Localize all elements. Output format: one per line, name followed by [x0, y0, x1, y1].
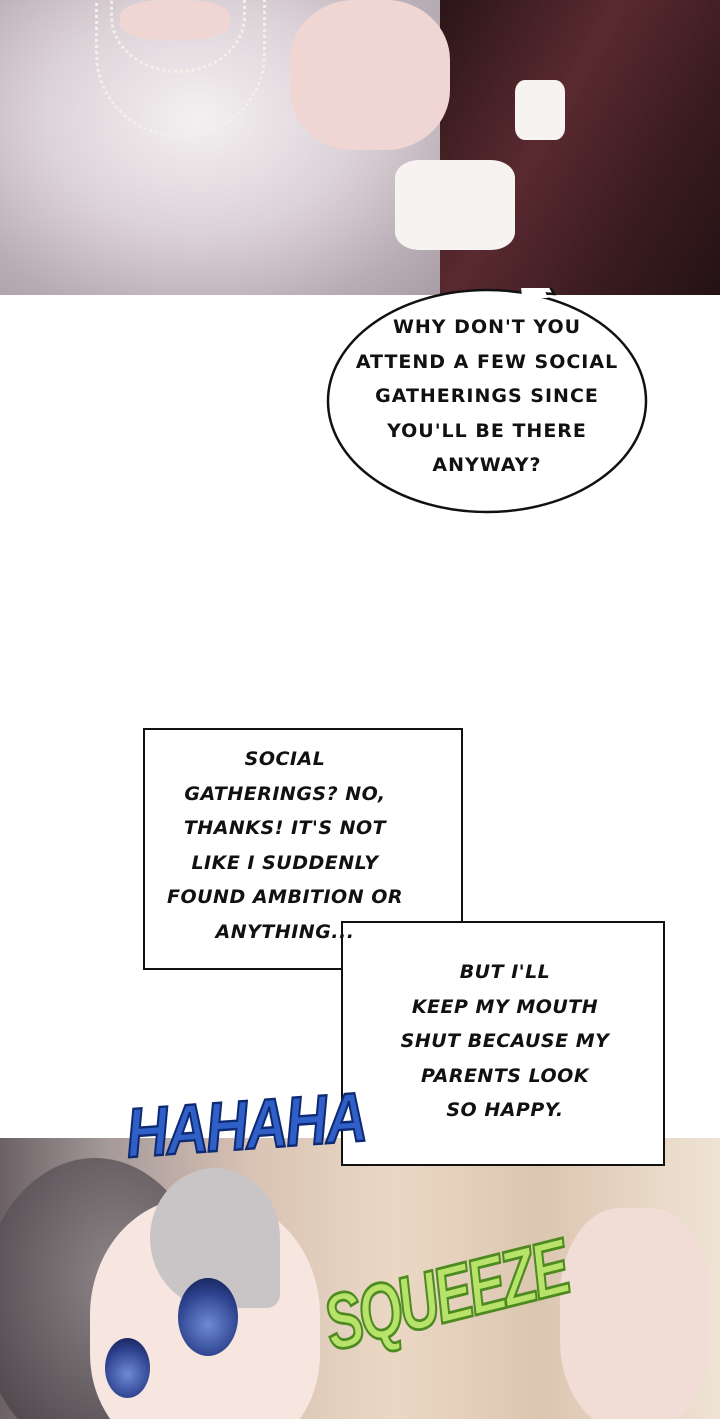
- dark-vest-illustration: [440, 0, 720, 295]
- narration-line: BUT I'LL: [459, 961, 551, 983]
- eye-illustration: [178, 1278, 238, 1356]
- bubble-line: ATTEND A FEW SOCIAL: [355, 350, 619, 373]
- narration-line: THANKS! IT'S NOT: [183, 817, 387, 839]
- narration-line: FOUND AMBITION OR: [167, 886, 403, 908]
- top-comic-panel: [0, 0, 720, 295]
- narration-text-1: SOCIAL GATHERINGS? NO, THANKS! IT'S NOT …: [150, 742, 420, 949]
- narration-box-2: [341, 921, 665, 1166]
- pearl-necklace-outer: [95, 0, 266, 138]
- bubble-line: ANYWAY?: [432, 454, 542, 476]
- clasped-hands-illustration: [560, 1208, 710, 1419]
- bubble-line: WHY DON'T YOU: [392, 316, 582, 338]
- speech-bubble: [326, 288, 648, 514]
- narration-line: SO HAPPY.: [446, 1099, 564, 1121]
- hand-illustration: [290, 0, 450, 150]
- shirt-cuff: [515, 80, 565, 140]
- bottom-comic-panel: [0, 1138, 720, 1419]
- narration-line: SHUT BECAUSE MY: [400, 1030, 610, 1052]
- narration-line: KEEP MY MOUTH: [411, 995, 599, 1018]
- bubble-line: YOU'LL BE THERE: [387, 419, 587, 442]
- bubble-line: GATHERINGS SINCE: [375, 385, 599, 407]
- narration-line: GATHERINGS? NO,: [184, 782, 386, 805]
- narration-line: SOCIAL: [244, 748, 326, 770]
- narration-line: LIKE I SUDDENLY: [191, 851, 379, 874]
- eye-illustration: [105, 1338, 150, 1398]
- speech-bubble-text: WHY DON'T YOU ATTEND A FEW SOCIAL GATHER…: [326, 310, 648, 483]
- hand-illustration: [120, 0, 230, 40]
- narration-line: PARENTS LOOK: [420, 1064, 590, 1087]
- narration-line: ANYTHING...: [215, 920, 355, 943]
- shirt-cuff: [395, 160, 515, 250]
- narration-text-2: BUT I'LL KEEP MY MOUTH SHUT BECAUSE MY P…: [370, 955, 640, 1128]
- laugh-sound-effect: HAHAHA: [122, 1077, 368, 1174]
